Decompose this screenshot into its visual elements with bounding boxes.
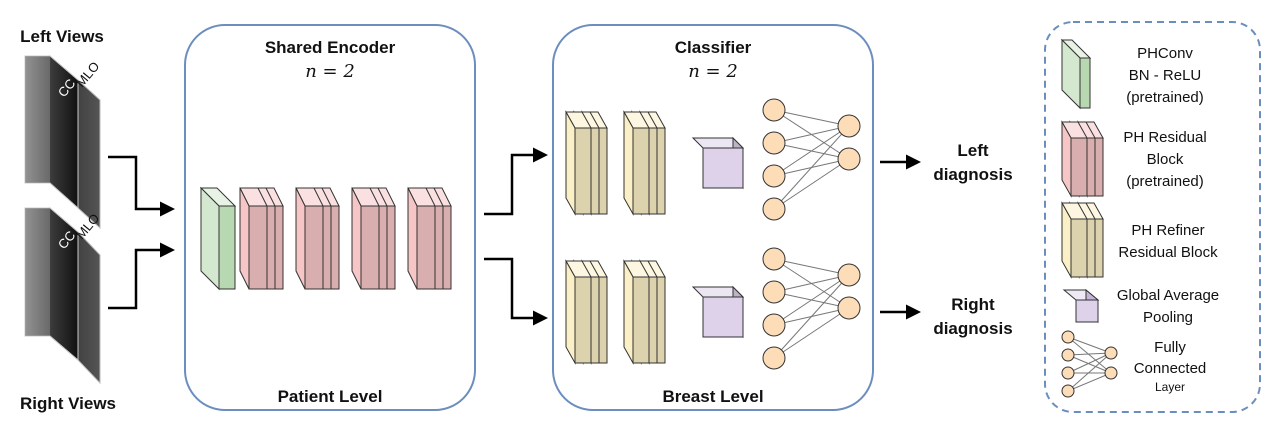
encoder-residual-block-1 bbox=[239, 187, 284, 290]
fc-node bbox=[762, 164, 786, 188]
right-input-arrow bbox=[108, 242, 175, 310]
classifier-n-label: n = 2 bbox=[688, 61, 738, 82]
legend-fc-node bbox=[1061, 330, 1075, 344]
refiner-block-1 bbox=[565, 110, 608, 216]
fc-node bbox=[762, 247, 786, 271]
fc-node bbox=[762, 131, 786, 155]
gap-cube bbox=[691, 285, 745, 339]
encoder-to-right-classifier-arrow bbox=[484, 257, 548, 326]
legend-fc-node bbox=[1104, 366, 1118, 380]
right-diagnosis-line1: Right bbox=[951, 295, 995, 314]
legend-fc-icon bbox=[1061, 330, 1118, 398]
fc-node bbox=[762, 346, 786, 370]
legend-fc-node bbox=[1061, 366, 1075, 380]
right-diagnosis-line2: diagnosis bbox=[933, 319, 1012, 338]
fc-network bbox=[762, 247, 861, 370]
refiner-block-1 bbox=[565, 259, 608, 365]
legend-gap-icon bbox=[1062, 288, 1100, 324]
encoder-residual-block-4 bbox=[407, 187, 452, 290]
legend-refiner-icon bbox=[1061, 201, 1104, 279]
legend-residual-line1: PH Residual bbox=[1123, 129, 1206, 146]
legend-phconv-line2: BN - ReLU bbox=[1129, 67, 1202, 84]
left-mlo-label: MLO bbox=[73, 59, 103, 90]
fc-node bbox=[762, 280, 786, 304]
encoder-residual-block-3 bbox=[351, 187, 396, 290]
left-views-label: Left Views bbox=[20, 27, 104, 46]
encoder-residual-blocks bbox=[239, 187, 452, 290]
left-views-images: CC MLO bbox=[24, 54, 103, 230]
encoder-phconv-layer bbox=[199, 186, 237, 291]
encoder-footer: Patient Level bbox=[278, 387, 383, 406]
legend-residual-line2: Block bbox=[1147, 151, 1184, 168]
legend-refiner-line2: Residual Block bbox=[1118, 244, 1218, 261]
encoder-n-label: n = 2 bbox=[305, 61, 355, 82]
fc-node bbox=[762, 313, 786, 337]
classifier-footer: Breast Level bbox=[662, 387, 763, 406]
fc-node bbox=[762, 98, 786, 122]
fc-node bbox=[837, 263, 861, 287]
legend-refiner-line1: PH Refiner bbox=[1131, 222, 1204, 239]
refiner-block-2 bbox=[623, 259, 666, 365]
legend-phconv-line3: (pretrained) bbox=[1126, 89, 1204, 106]
right-views-images: CC MLO bbox=[24, 206, 102, 385]
legend-box bbox=[1044, 21, 1261, 413]
legend-phconv-line1: PHConv bbox=[1137, 45, 1193, 62]
legend-phconv-icon bbox=[1060, 38, 1092, 110]
legend-fc-node bbox=[1104, 346, 1118, 360]
legend-fc-line3: Layer bbox=[1155, 380, 1185, 394]
gap-cube bbox=[691, 136, 745, 190]
legend-fc-line2: Connected bbox=[1134, 360, 1207, 377]
fc-node bbox=[837, 147, 861, 171]
fc-node bbox=[837, 114, 861, 138]
encoder-title: Shared Encoder bbox=[265, 38, 396, 57]
classifier-title: Classifier bbox=[675, 38, 752, 57]
legend-fc-node bbox=[1061, 384, 1075, 398]
right-classifier-branch bbox=[565, 247, 861, 370]
right-views-label: Right Views bbox=[20, 394, 116, 413]
legend-fc-node bbox=[1061, 348, 1075, 362]
legend-gap-line1: Global Average bbox=[1117, 287, 1219, 304]
legend-residual-line3: (pretrained) bbox=[1126, 173, 1204, 190]
fc-node bbox=[762, 197, 786, 221]
legend-fc-line1: Fully bbox=[1154, 339, 1186, 356]
fc-node bbox=[837, 296, 861, 320]
left-input-arrow bbox=[108, 155, 175, 217]
legend-gap-line2: Pooling bbox=[1143, 309, 1193, 326]
left-diagnosis-line1: Left bbox=[957, 141, 989, 160]
fc-network bbox=[762, 98, 861, 221]
legend-residual-slabs bbox=[1061, 120, 1104, 198]
encoder-to-left-classifier-arrow bbox=[484, 147, 548, 216]
legend-refiner-slabs bbox=[1061, 201, 1104, 279]
left-diagnosis-line2: diagnosis bbox=[933, 165, 1012, 184]
left-classifier-branch bbox=[565, 98, 861, 221]
encoder-residual-block-2 bbox=[295, 187, 340, 290]
legend-residual-icon bbox=[1061, 120, 1104, 198]
refiner-block-2 bbox=[623, 110, 666, 216]
